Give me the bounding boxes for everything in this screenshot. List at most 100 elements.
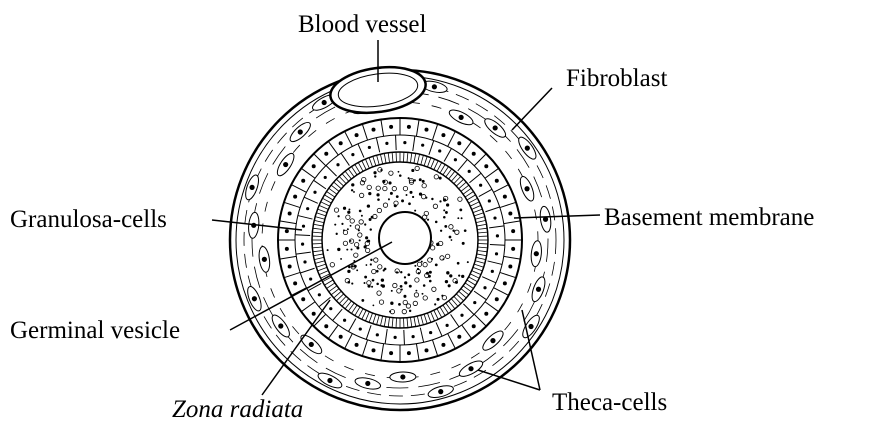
yolk-granule bbox=[446, 271, 449, 274]
yolk-granule bbox=[400, 285, 403, 288]
yolk-granule bbox=[351, 183, 354, 186]
yolk-granule bbox=[445, 211, 448, 214]
yolk-granule bbox=[443, 198, 446, 201]
yolk-granule bbox=[361, 299, 364, 302]
granulosa-nucleus bbox=[495, 179, 499, 183]
granulosa-nucleus bbox=[424, 348, 428, 352]
yolk-granule bbox=[365, 264, 367, 266]
theca-nucleus bbox=[298, 129, 303, 134]
yolk-granule bbox=[368, 192, 371, 195]
yolk-granule bbox=[361, 215, 363, 217]
theca-nucleus bbox=[309, 342, 314, 347]
yolk-granule bbox=[343, 207, 346, 210]
theca-nucleus bbox=[278, 323, 283, 328]
granulosa-nucleus bbox=[318, 293, 321, 296]
yolk-granule bbox=[461, 217, 463, 219]
granulosa-nucleus bbox=[285, 229, 289, 233]
theca-nucleus bbox=[459, 115, 464, 120]
yolk-granule bbox=[451, 239, 453, 241]
granulosa-nucleus bbox=[446, 324, 449, 327]
granulosa-nucleus bbox=[288, 264, 292, 268]
theca-nucleus bbox=[283, 162, 288, 167]
yolk-granule bbox=[365, 236, 368, 239]
granulosa-nucleus bbox=[495, 297, 499, 301]
yolk-granule bbox=[364, 223, 366, 225]
granulosa-nucleus bbox=[454, 158, 457, 161]
yolk-granule bbox=[396, 271, 398, 273]
yolk-granule bbox=[370, 263, 372, 265]
yolk-granule bbox=[436, 298, 439, 301]
granulosa-nucleus bbox=[472, 324, 476, 328]
theca-nucleus bbox=[262, 257, 267, 262]
granulosa-nucleus bbox=[483, 286, 486, 289]
theca-nucleus bbox=[249, 185, 254, 190]
yolk-granule bbox=[443, 216, 446, 219]
granulosa-nucleus bbox=[312, 164, 316, 168]
yolk-granule bbox=[364, 282, 366, 284]
theca-nucleus bbox=[468, 366, 473, 371]
granulosa-nucleus bbox=[424, 128, 428, 132]
granulosa-nucleus bbox=[429, 331, 432, 334]
granulosa-nucleus bbox=[407, 351, 411, 355]
granulosa-nucleus bbox=[496, 234, 499, 237]
granulosa-nucleus bbox=[288, 212, 292, 216]
granulosa-nucleus bbox=[301, 179, 305, 183]
granulosa-nucleus bbox=[460, 314, 463, 317]
granulosa-nucleus bbox=[412, 335, 415, 338]
yolk-granule bbox=[399, 174, 402, 177]
yolk-granule bbox=[370, 259, 372, 261]
granulosa-nucleus bbox=[503, 195, 507, 199]
yolk-granule bbox=[457, 217, 459, 219]
yolk-granule bbox=[356, 246, 359, 249]
yolk-granule bbox=[446, 203, 449, 206]
yolk-granule bbox=[442, 258, 444, 260]
pointer-fibroblast bbox=[512, 88, 552, 130]
granulosa-nucleus bbox=[329, 307, 332, 310]
yolk-granule bbox=[376, 193, 379, 196]
granulosa-nucleus bbox=[313, 191, 316, 194]
theca-nucleus bbox=[528, 324, 533, 329]
yolk-granule bbox=[347, 281, 350, 284]
granulosa-nucleus bbox=[389, 125, 393, 129]
yolk-granule bbox=[373, 171, 376, 174]
granulosa-nucleus bbox=[511, 247, 515, 251]
yolk-granule bbox=[359, 210, 362, 213]
yolk-granule bbox=[427, 219, 429, 221]
granulosa-nucleus bbox=[472, 152, 476, 156]
yolk-granule bbox=[455, 281, 458, 284]
yolk-granule bbox=[347, 228, 349, 230]
label-germinal-vesicle: Germinal vesicle bbox=[10, 318, 180, 343]
yolk-granule bbox=[435, 221, 438, 224]
granulosa-nucleus bbox=[324, 152, 328, 156]
yolk-granule bbox=[443, 209, 445, 211]
yolk-granule bbox=[429, 280, 432, 283]
yolk-granule bbox=[415, 290, 417, 292]
granulosa-nucleus bbox=[372, 348, 376, 352]
yolk-granule bbox=[388, 181, 391, 184]
granulosa-nucleus bbox=[285, 247, 289, 251]
granulosa-nucleus bbox=[488, 199, 491, 202]
yolk-granule bbox=[448, 284, 451, 287]
label-theca-cells: Theca-cells bbox=[552, 390, 667, 415]
granulosa-nucleus bbox=[302, 225, 305, 228]
yolk-granule bbox=[414, 179, 416, 181]
yolk-granule bbox=[429, 271, 432, 274]
granulosa-nucleus bbox=[389, 351, 393, 355]
yolk-granule bbox=[414, 265, 416, 267]
label-fibroblast: Fibroblast bbox=[566, 66, 667, 91]
yolk-granule bbox=[411, 169, 414, 172]
yolk-granule bbox=[356, 269, 358, 271]
granulosa-nucleus bbox=[301, 243, 304, 246]
granulosa-nucleus bbox=[479, 184, 482, 187]
yolk-granule bbox=[404, 281, 407, 284]
yolk-granule bbox=[364, 276, 367, 279]
yolk-granule bbox=[408, 177, 410, 179]
yolk-granule bbox=[419, 178, 422, 181]
yolk-granule bbox=[444, 225, 447, 228]
granulosa-nucleus bbox=[309, 277, 312, 280]
yolk-granule bbox=[440, 230, 442, 232]
granulosa-nucleus bbox=[493, 216, 496, 219]
yolk-granule bbox=[377, 198, 380, 201]
yolk-granule bbox=[409, 285, 412, 288]
yolk-granule bbox=[439, 200, 441, 202]
